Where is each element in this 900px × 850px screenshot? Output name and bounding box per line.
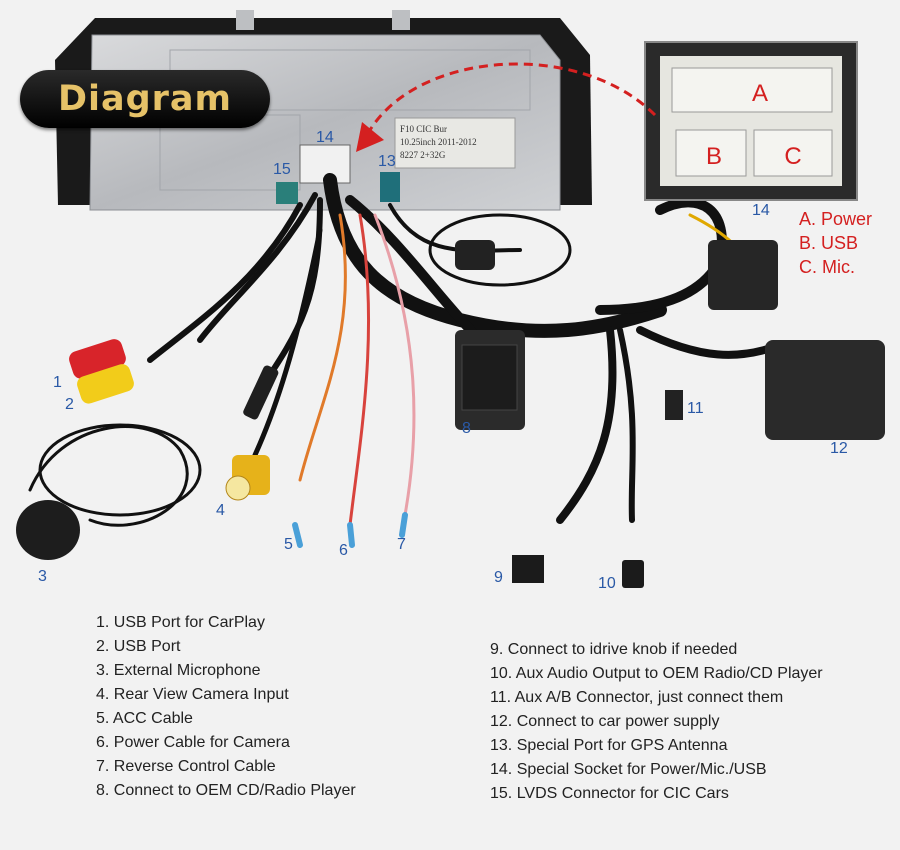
pin-legend-a: A. Power: [799, 209, 873, 229]
legend-item-1: 1. USB Port for CarPlay: [96, 614, 265, 631]
callout-8: 8: [462, 420, 471, 437]
callout-13: 13: [378, 153, 396, 170]
sticker: F10 CIC Bur 10.25inch 2011-2012 8227 2+3…: [400, 124, 477, 160]
callout-7: 7: [397, 536, 406, 553]
cable-bundle: [28, 173, 784, 527]
inset-label-b: B: [706, 143, 722, 170]
callout-14-plug: 14: [752, 202, 770, 219]
legend-item-15: 15. LVDS Connector for CIC Cars: [490, 785, 729, 802]
sticker-line-3: 8227 2+32G: [400, 150, 446, 160]
pointer-arrow: [356, 62, 657, 152]
legend-item-9: 9. Connect to idrive knob if needed: [490, 641, 738, 658]
callout-14-head: 14: [316, 129, 334, 146]
callout-6: 6: [339, 542, 348, 559]
callout-9: 9: [494, 569, 503, 586]
legend-item-2: 2. USB Port: [96, 638, 181, 655]
sticker-line-2: 10.25inch 2011-2012: [400, 137, 477, 147]
badge-title: Diagram: [57, 79, 233, 119]
legend-item-3: 3. External Microphone: [96, 662, 261, 679]
connector-inset: [644, 41, 858, 201]
callout-2: 2: [65, 396, 74, 413]
legend-item-13: 13. Special Port for GPS Antenna: [490, 737, 728, 754]
callout-4: 4: [216, 502, 225, 519]
pin-legend-b: B. USB: [799, 233, 859, 253]
legend-item-7: 7. Reverse Control Cable: [96, 758, 276, 775]
callout-10: 10: [598, 575, 616, 592]
callout-5: 5: [284, 536, 293, 553]
sticker-line-1: F10 CIC Bur: [400, 124, 447, 134]
legend-item-4: 4. Rear View Camera Input: [96, 686, 289, 703]
diagram-badge: Diagram: [20, 70, 270, 128]
callout-12: 12: [830, 440, 848, 457]
connector-ends: [16, 240, 885, 588]
legend-item-5: 5. ACC Cable: [96, 710, 193, 727]
legend-item-6: 6. Power Cable for Camera: [96, 734, 290, 751]
callout-3: 3: [38, 568, 47, 585]
legend-left: 1. USB Port for CarPlay 2. USB Port 3. E…: [96, 611, 356, 803]
pin-legend-c: C. Mic.: [799, 257, 855, 277]
inset-label-c: C: [784, 143, 801, 170]
legend-item-14: 14. Special Socket for Power/Mic./USB: [490, 761, 767, 778]
inset-label-a: A: [752, 80, 768, 107]
legend-right: 9. Connect to idrive knob if needed 10. …: [490, 638, 823, 806]
callout-15: 15: [273, 161, 291, 178]
legend-item-10: 10. Aux Audio Output to OEM Radio/CD Pla…: [490, 665, 823, 682]
callout-1: 1: [53, 374, 62, 391]
legend-item-11: 11. Aux A/B Connector, just connect them: [490, 689, 784, 706]
legend-item-12: 12. Connect to car power supply: [490, 713, 720, 730]
legend-item-8: 8. Connect to OEM CD/Radio Player: [96, 782, 356, 799]
callout-11: 11: [687, 400, 704, 417]
